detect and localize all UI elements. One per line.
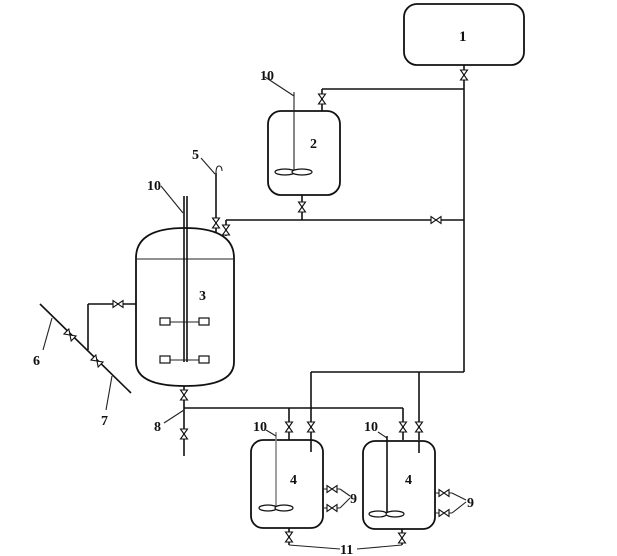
label-agitator-10-tank-2: 10 [260,69,274,84]
impeller-paddle [159,355,171,364]
valve-tank4a-inlet-2 [306,421,316,433]
valve-tank4b-inlet-1 [398,421,408,433]
valve-tank3-inlet [221,224,231,236]
impeller-paddle [159,317,171,326]
valve-line-7 [90,354,104,368]
tank-1: 1 [403,3,525,66]
label-tank-1: 1 [459,29,467,45]
label-line-7: 7 [101,414,108,429]
valve-header-branch [430,215,442,225]
label-jacket-ports-9-left: 9 [350,492,357,507]
inlet-outlet-lines: 6 7 [33,303,132,429]
label-agitator-10-tank-3: 10 [147,179,161,194]
tank-3-body [135,227,235,387]
label-vent-pipe-5: 5 [192,148,199,163]
valve-tank2-inlet [317,93,327,105]
valve-jacket-port [326,503,338,513]
valve-tank4a-inlet-1 [284,421,294,433]
valve-tank1-outlet [459,69,469,81]
impeller-paddle [198,355,210,364]
tank-2-body [267,110,341,196]
label-tank-2: 2 [310,137,317,152]
impeller-blade [368,510,388,518]
valve-jacket-port [438,508,450,518]
impeller-blade [274,504,294,512]
valve-tank2-outlet [297,201,307,213]
main-header-pipe [226,65,469,440]
label-tank-3: 3 [199,289,206,304]
tank-3-reactor: 3 10 5 [87,148,235,387]
label-connecting-line-11: 11 [340,543,353,556]
label-junction-8: 8 [154,420,161,435]
tank-4a-body [250,439,324,529]
tank-2: 2 10 [260,69,341,220]
impeller-paddle [198,317,210,326]
valve-tank3-bottom [179,389,189,401]
tank-4b-body [362,440,436,530]
label-agitator-10-tank-4a: 10 [253,420,267,435]
valve-tank4b-bottom [397,532,407,544]
valve-tank4a-bottom [284,531,294,543]
valve-line-6 [63,328,77,342]
valve-vent [211,217,221,229]
impeller-blade [385,510,405,518]
label-agitator-10-tank-4b: 10 [364,420,378,435]
valve-jacket-port [438,488,450,498]
valve-tank3-side [112,299,124,309]
valve-tank4b-inlet-2 [414,421,424,433]
tank-4-right: 4 10 9 [362,420,474,545]
label-jacket-ports-9-right: 9 [467,496,474,511]
valve-jacket-port [326,484,338,494]
tank-4-left: 4 10 9 [250,420,357,545]
valve-drain [179,428,189,440]
impeller-blade [291,168,313,176]
impeller-blade [258,504,278,512]
label-tank-4a: 4 [290,473,297,488]
label-tank-4b: 4 [405,473,412,488]
label-line-6: 6 [33,354,40,369]
connecting-line-11: 11 [288,543,403,556]
